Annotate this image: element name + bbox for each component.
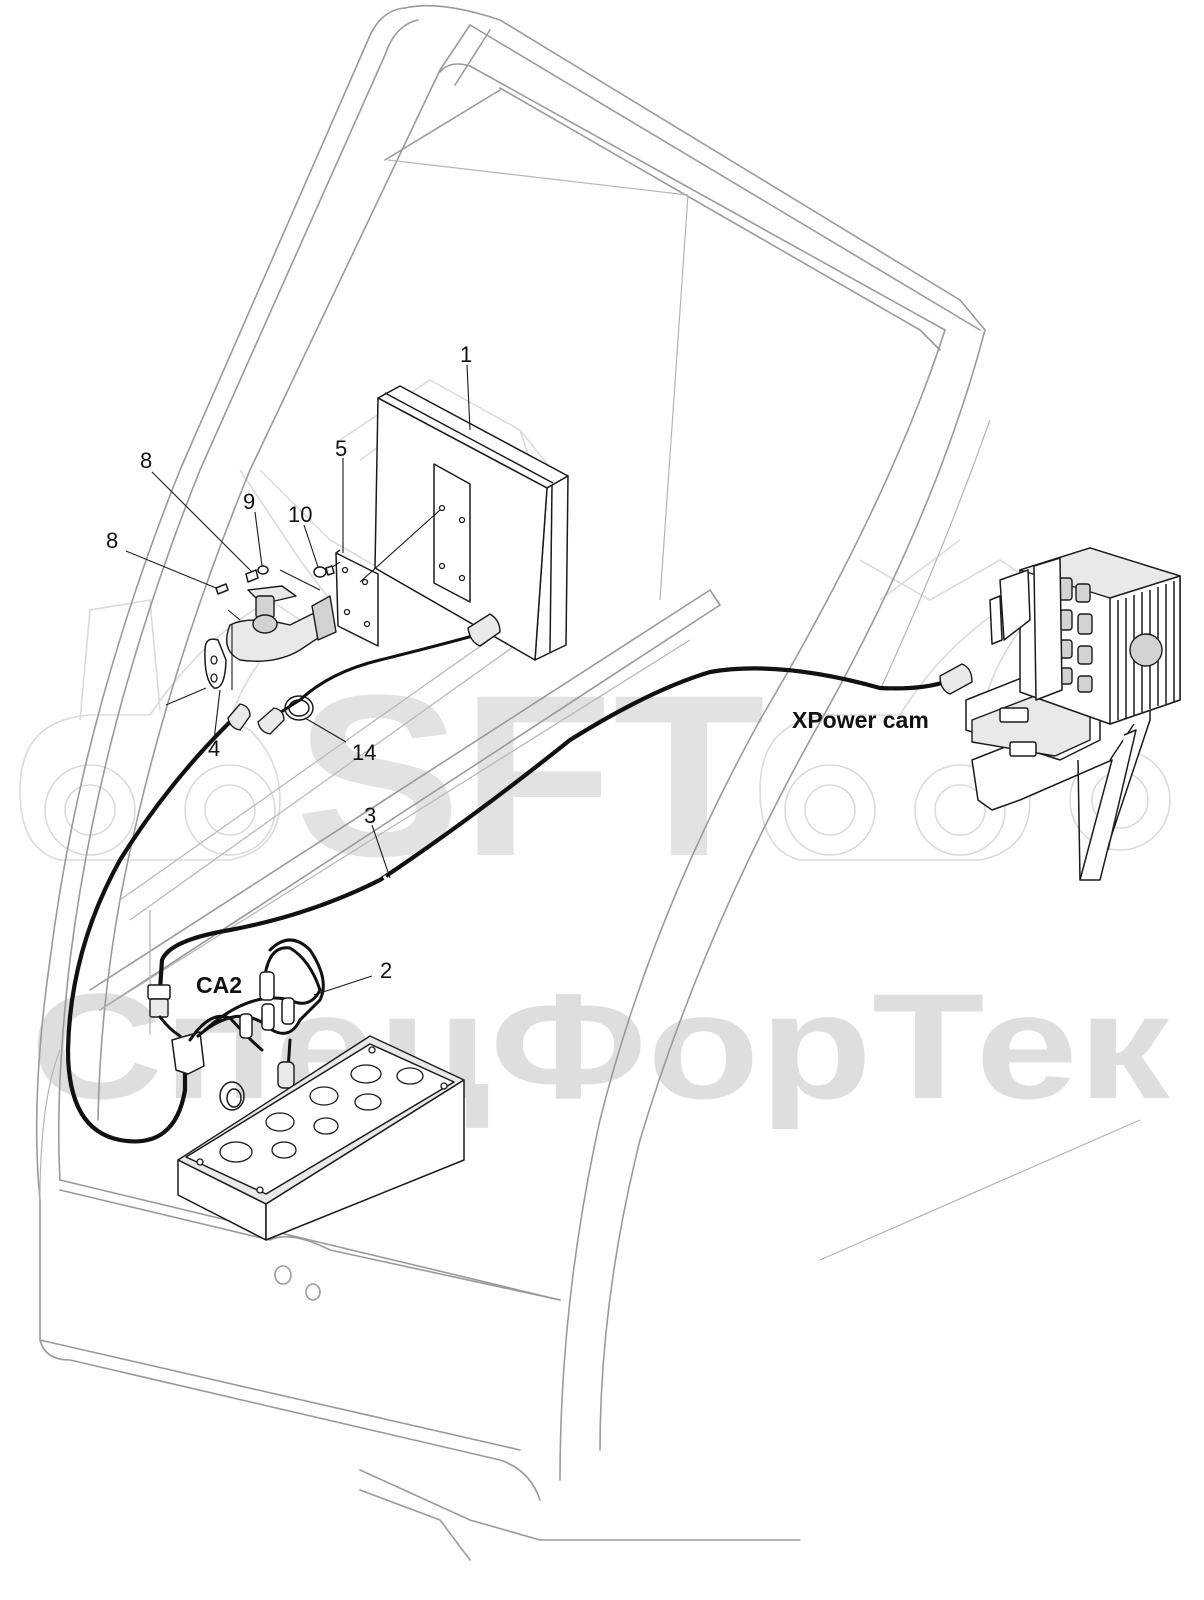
callout-2: 2	[380, 958, 392, 983]
xpower-port-panel	[1057, 577, 1093, 693]
callout-14: 14	[352, 740, 376, 765]
watermark-text: СпецФорТек	[30, 962, 1171, 1130]
callout-10: 10	[288, 502, 312, 527]
callout-8-upper: 8	[140, 448, 152, 473]
label-xpower-cam: XPower cam	[792, 707, 929, 733]
callout-leaders	[125, 364, 471, 879]
ca2-connector-harness	[147, 938, 373, 1142]
callout-4: 4	[208, 736, 220, 761]
monitor-mount-plate	[433, 463, 471, 603]
callout-labels: 1 5 8 8 9 10 4 14 3 2 CA2 XPower cam	[106, 342, 929, 998]
monitor-unit	[374, 385, 569, 661]
watermark-tractor-left-drawing	[19, 469, 401, 861]
callout-5: 5	[335, 436, 347, 461]
label-ca2: CA2	[196, 972, 242, 998]
cable-connectors	[227, 613, 973, 735]
callout-8-lower: 8	[106, 528, 118, 553]
callout-9: 9	[243, 489, 255, 514]
callout-1: 1	[460, 342, 472, 367]
hardware-screws	[215, 565, 335, 595]
cable-harness	[65, 632, 948, 1144]
grommet-panel	[177, 1035, 465, 1241]
callout-3: 3	[364, 803, 376, 828]
adapter-plate	[335, 509, 441, 647]
watermark-logo: SFT	[295, 647, 765, 904]
cable-3-left-run	[65, 713, 239, 1144]
cable-3-main-run	[157, 666, 948, 993]
xpower-cam-unit	[965, 547, 1181, 881]
ram-arm-mount	[165, 561, 341, 706]
cab-outline	[35, 4, 1141, 1561]
